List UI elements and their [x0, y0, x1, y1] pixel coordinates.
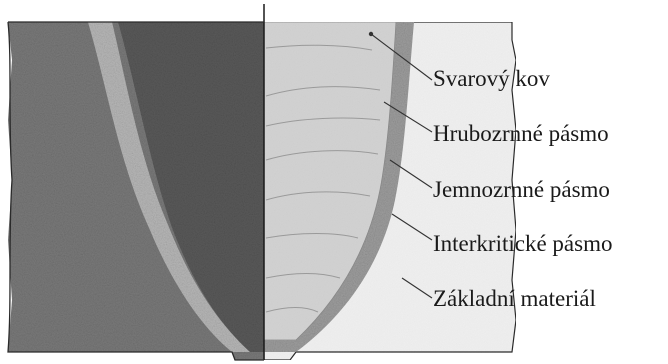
label-zakladni-material: Základní materiál — [433, 287, 596, 310]
label-hrubozrnne-pasmo: Hrubozrnné pásmo — [433, 122, 609, 145]
label-interkriticke-pasmo: Interkritické pásmo — [433, 232, 612, 255]
label-jemnozrnne-pasmo: Jemnozrnné pásmo — [433, 178, 610, 201]
label-svarovy-kov: Svarový kov — [433, 67, 550, 90]
micrograph-half — [0, 0, 268, 364]
